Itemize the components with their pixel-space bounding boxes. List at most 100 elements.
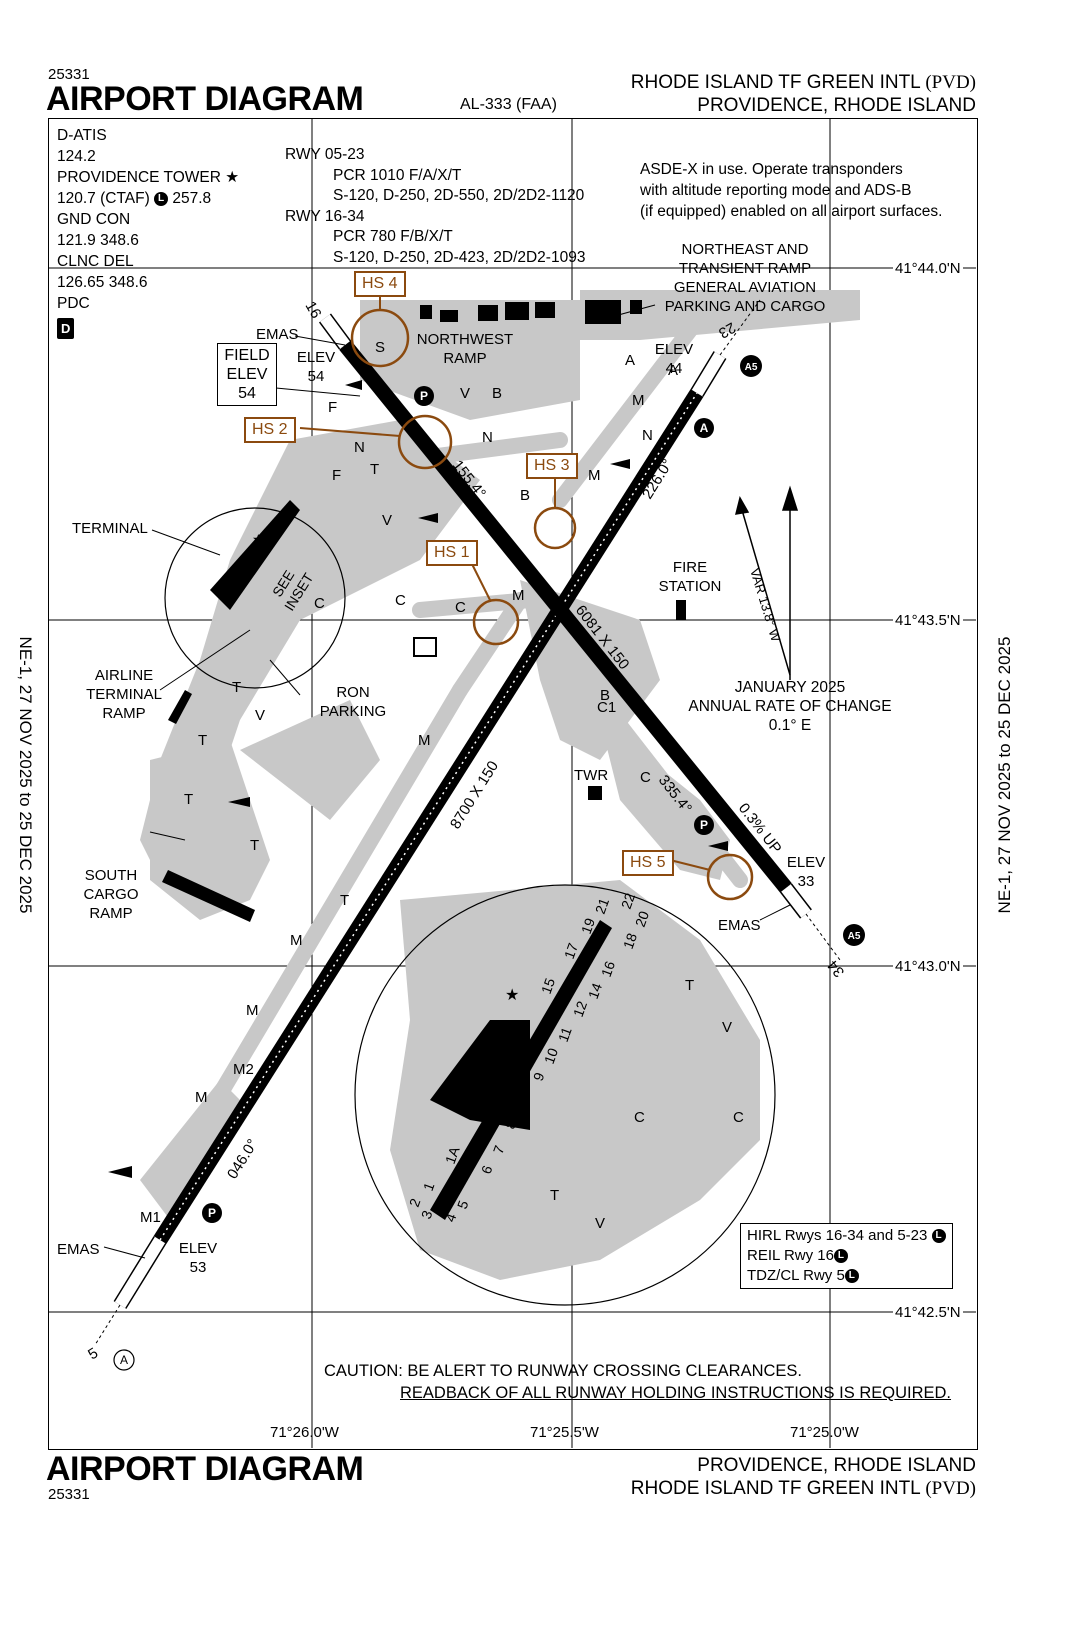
dataterm-icon: D: [57, 318, 75, 339]
freq-atis-label: D-ATIS: [57, 127, 107, 144]
freq-tower: 120.7 (CTAF) L 257.8: [57, 190, 212, 207]
ron-parking-label: RON PARKING: [319, 684, 387, 720]
taxi-m2-label: M2: [233, 1061, 254, 1078]
freq-clnc-label: CLNC DEL: [57, 253, 134, 270]
parking-symbol-text: P P P A A5 A5: [208, 362, 861, 1220]
diagram-frame: [48, 118, 978, 1450]
leader-lines: [103, 304, 791, 1259]
fire-station-label: FIRE STATION: [658, 559, 722, 595]
taxi-t5: T: [250, 837, 259, 854]
freq-tower-label: PROVIDENCE TOWER ★: [57, 169, 240, 186]
emas-label-16: EMAS: [256, 326, 299, 343]
caution-line-1: CAUTION: BE ALERT TO RUNWAY CROSSING CLE…: [324, 1362, 803, 1380]
gate-21: 21: [592, 896, 612, 916]
lat-43-0: 41°43.0'N: [893, 958, 963, 975]
lighting-icon-1: L: [931, 1229, 946, 1244]
taxi-t1: T: [370, 461, 379, 478]
taxi-c4: C: [640, 769, 651, 786]
asde-note: ASDE-X in use. Operate transponders with…: [640, 161, 943, 220]
taxi-m6: M: [246, 1002, 259, 1019]
taxi-n1: N: [354, 439, 365, 456]
inset-taxi-c2: C: [634, 1109, 645, 1126]
rwy2-name: RWY 16-34: [285, 207, 365, 225]
terminal-label: TERMINAL: [72, 520, 148, 537]
hotspot-hs5: HS 5: [622, 850, 674, 876]
vor-icon: [413, 637, 437, 657]
city-state: PROVIDENCE, RHODE ISLAND: [697, 95, 976, 116]
lon-25-5: 71°25.5'W: [530, 1424, 599, 1441]
rwy2-weights: S-120, D-250, 2D-423, 2D/2D2-1093: [333, 248, 586, 266]
rwy1-weights: S-120, D-250, 2D-550, 2D/2D2-1120: [333, 187, 585, 204]
chart-number: 25331: [48, 66, 90, 83]
hotspot-leaders: [299, 295, 711, 871]
taxi-a2: A: [668, 362, 678, 379]
gate-12: 12: [570, 999, 590, 1019]
lighting-icon-2: L: [833, 1249, 848, 1264]
runway-end-5: 5: [85, 1345, 101, 1364]
nw-ramp-label: NORTHWEST RAMP: [416, 331, 514, 367]
a5-symbol-1: A5: [745, 362, 758, 373]
taxi-b1: B: [492, 385, 502, 402]
hotspot-hs4: HS 4: [354, 271, 406, 297]
field-elev-box: FIELD ELEV 54: [217, 343, 277, 406]
taxi-s: S: [375, 339, 385, 356]
airport-name: RHODE ISLAND TF GREEN INTL (PVD): [496, 72, 976, 94]
ne-ramp-label: NORTHEAST AND TRANSIENT RAMP GENERAL AVI…: [664, 241, 826, 315]
runway-end-23: 23: [716, 319, 739, 342]
lighting-icon: L: [154, 191, 169, 206]
taxi-v2: V: [382, 512, 392, 529]
taxi-t3: T: [198, 732, 207, 749]
freq-clnc: 126.65 348.6: [57, 274, 148, 291]
inset-taxi-t1: T: [685, 977, 694, 994]
freq-atis: 124.2: [57, 148, 96, 165]
gate-19: 19: [578, 916, 598, 936]
buildings: [162, 300, 686, 1220]
parking-p1: P: [420, 389, 428, 403]
hotspot-hs3: HS 3: [526, 453, 578, 479]
hotspot-hs2: HS 2: [244, 417, 296, 443]
taxi-c3: C: [455, 599, 466, 616]
gate-20: 20: [632, 909, 652, 929]
terminal-star: ★: [252, 531, 265, 547]
inset-taxi-c1: C: [733, 1109, 744, 1126]
taxi-n2: N: [482, 429, 493, 446]
caution-line-2: READBACK OF ALL RUNWAY HOLDING INSTRUCTI…: [400, 1384, 952, 1402]
taxi-m1-label: M1: [140, 1209, 161, 1226]
runway-data-block: RWY 05-23 PCR 1010 F/A/X/T S-120, D-250,…: [285, 145, 585, 268]
taxi-m3: M: [512, 587, 525, 604]
taxi-n3: N: [642, 427, 653, 444]
airline-ramp-label: AIRLINE TERMINAL RAMP: [86, 667, 162, 722]
tower-star-icon: ★: [225, 169, 240, 186]
taxi-m2: M: [588, 467, 601, 484]
gate-18: 18: [620, 931, 640, 951]
taxi-f2: F: [332, 467, 341, 484]
footer-city-state: PROVIDENCE, RHODE ISLAND: [697, 1455, 976, 1476]
rwy2-pcr: PCR 780 F/B/X/T: [333, 228, 453, 245]
north-arrow: [734, 485, 799, 680]
rwy1-name: RWY 05-23: [285, 146, 365, 163]
inset-taxi-t2: T: [550, 1187, 559, 1204]
freq-pdc: PDC: [57, 295, 90, 312]
parking-symbols: [113, 355, 865, 1371]
taxi-m4: M: [418, 732, 431, 749]
gate-1a: 1A: [442, 1144, 463, 1166]
taxiway-labels: S V B B B N N N F F T V A A M M M M M M …: [140, 339, 744, 1232]
lat-43-5: 41°43.5'N: [893, 612, 963, 629]
taxi-m5: M: [290, 932, 303, 949]
taxi-m1: M: [632, 392, 645, 409]
lat-42-5: 41°42.5'N: [893, 1304, 963, 1321]
gate-16: 16: [598, 959, 618, 979]
taxi-m7: M: [195, 1089, 208, 1106]
emas-label-05: EMAS: [57, 1241, 100, 1258]
magvar-label: VAR 13.8° W: [747, 566, 784, 644]
approach-lights: [94, 299, 841, 1346]
hotspot-hs1: HS 1: [426, 540, 478, 566]
airport-code: (PVD): [925, 72, 976, 93]
footer-title: AIRPORT DIAGRAM: [46, 1450, 364, 1488]
runway-end-16: 16: [302, 299, 325, 322]
lighting-icon-3: L: [844, 1269, 859, 1284]
a5-symbol-2: A5: [848, 931, 861, 942]
